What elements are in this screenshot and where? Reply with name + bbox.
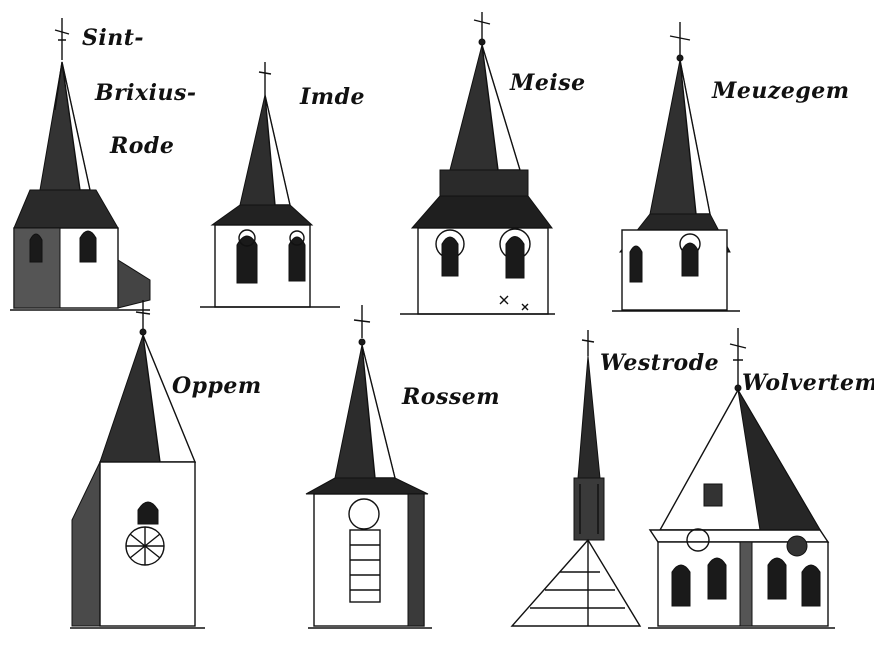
tower-oppem bbox=[70, 300, 205, 629]
label-westrode: Westrode bbox=[600, 350, 720, 376]
tower-sint-brixius-rode bbox=[10, 18, 151, 311]
tower-meuzegem bbox=[612, 22, 740, 312]
label-wolvertem: Wolvertem bbox=[742, 370, 874, 396]
tower-rossem bbox=[305, 305, 432, 629]
label-sint-brixius-rode-line2: Brixius- bbox=[95, 80, 197, 106]
label-oppem: Oppem bbox=[172, 373, 262, 399]
tower-westrode bbox=[510, 330, 642, 627]
tower-meise bbox=[400, 12, 555, 315]
label-sint-brixius-rode-line3: Rode bbox=[110, 133, 175, 159]
tower-wolvertem bbox=[648, 328, 835, 629]
tower-imde bbox=[200, 62, 340, 308]
label-meuzegem: Meuzegem bbox=[712, 78, 850, 104]
label-rossem: Rossem bbox=[402, 384, 501, 410]
label-meise: Meise bbox=[510, 70, 586, 96]
label-sint-brixius-rode-line1: Sint- bbox=[82, 25, 145, 51]
label-imde: Imde bbox=[300, 84, 365, 110]
